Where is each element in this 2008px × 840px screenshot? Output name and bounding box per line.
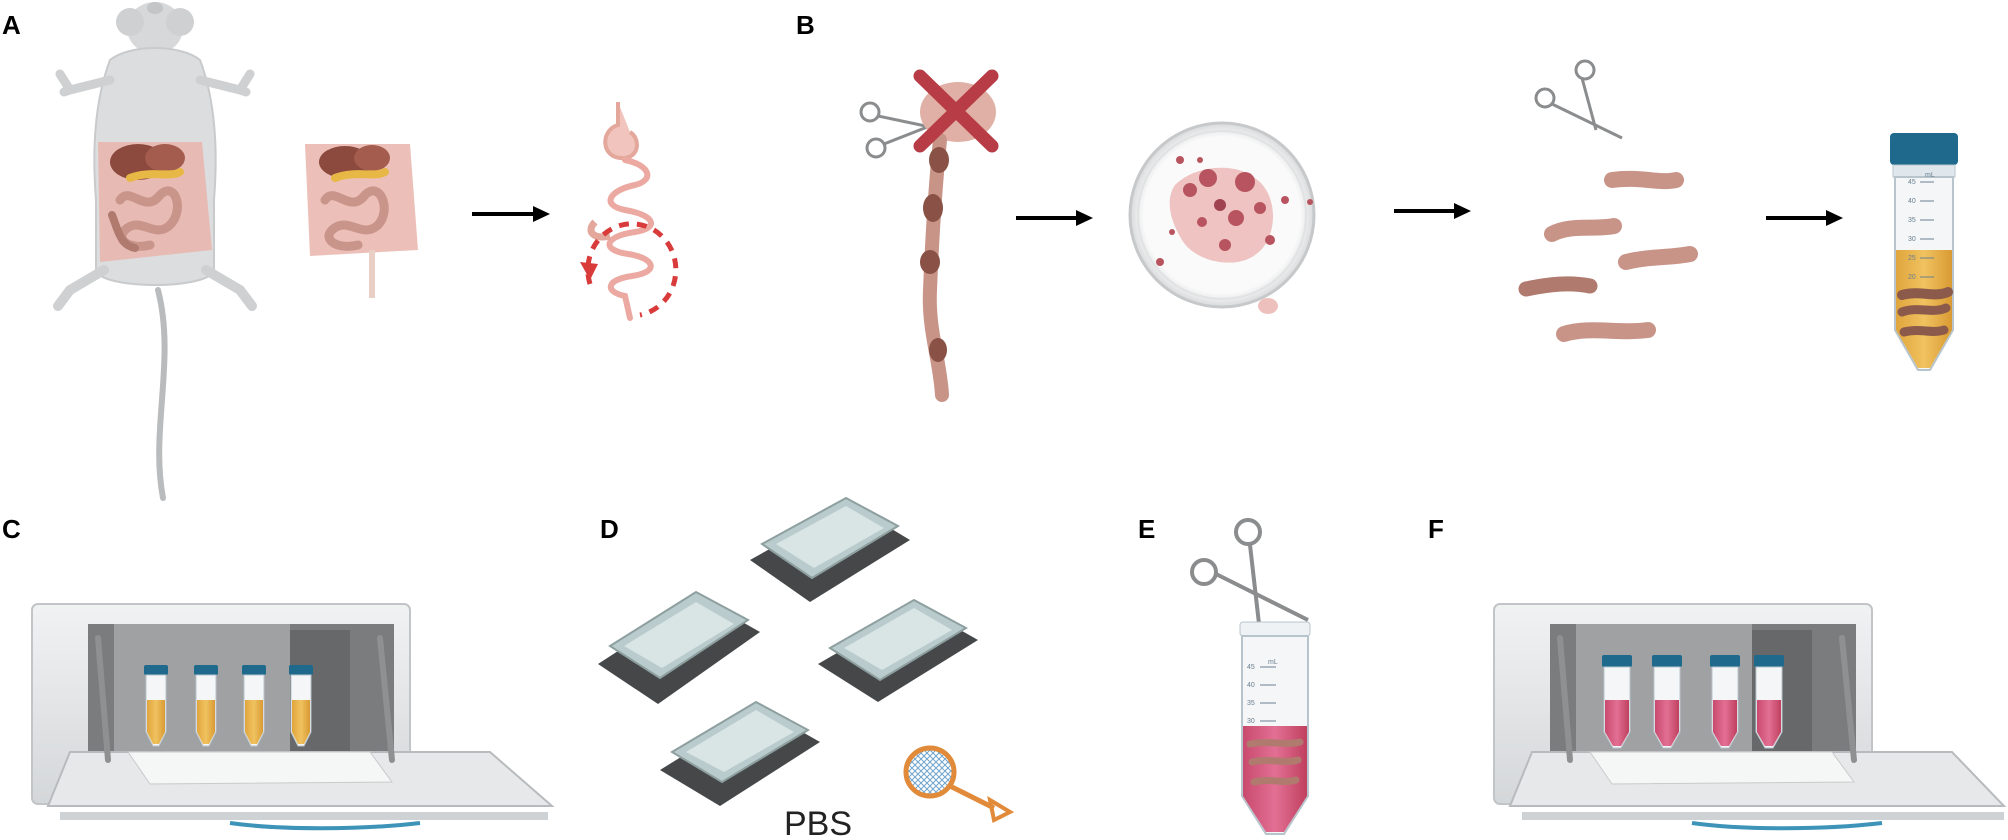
tube-e-tick-35: 35 <box>1247 700 1255 707</box>
tube-tick-30: 30 <box>1908 236 1916 243</box>
tube-e-tick-30: 30 <box>1247 718 1255 725</box>
pbs-label: PBS <box>784 805 852 840</box>
arrow-b3 <box>1766 210 1843 226</box>
panel-c: C <box>2 514 555 831</box>
panel-f: F <box>1428 514 2007 831</box>
tube-tick-20: 20 <box>1908 274 1916 281</box>
panel-d: D <box>598 496 1015 840</box>
tube-tick-45: 45 <box>1908 179 1916 186</box>
tube-e-tick-45: 45 <box>1247 664 1255 671</box>
strainer-icon <box>903 745 1015 823</box>
incubator-f <box>1493 603 2007 831</box>
wash-tray-3 <box>818 598 978 702</box>
wash-trays <box>598 496 978 806</box>
tube-e-tick-40: 40 <box>1247 682 1255 689</box>
arrow-a <box>472 206 550 222</box>
conical-tube-yellow: mL 45 40 35 30 25 20 <box>1890 133 1958 371</box>
isolated-intestine <box>580 102 679 321</box>
arrow-b2 <box>1394 203 1471 219</box>
panel-label-d: D <box>600 514 619 544</box>
wash-tray-2 <box>750 496 910 602</box>
tube-unit-label-e: mL <box>1268 659 1278 666</box>
panel-label-b: B <box>796 10 815 40</box>
panel-label-e: E <box>1138 514 1155 544</box>
panel-a: A <box>2 2 679 501</box>
tissue-fragments <box>1518 170 1698 342</box>
tube-tick-35: 35 <box>1908 217 1916 224</box>
panel-b: B <box>796 10 1958 402</box>
dissected-gut-block <box>305 144 418 298</box>
scissors-icon-2 <box>1534 59 1623 140</box>
arrow-b1 <box>1016 210 1093 226</box>
excluded-cross-icon <box>913 69 999 153</box>
conical-tube-pink: mL 45 40 35 30 <box>1239 621 1311 835</box>
wash-tray-4 <box>660 700 820 806</box>
tube-scale-e: 45 40 35 30 <box>1247 664 1276 725</box>
panel-label-c: C <box>2 514 21 544</box>
panel-label-f: F <box>1428 514 1444 544</box>
wash-tray-1 <box>598 590 760 704</box>
mouse-illustration <box>53 2 257 501</box>
tube-tick-25: 25 <box>1908 255 1916 262</box>
panel-e: E mL 45 40 35 30 <box>1138 514 1311 835</box>
panel-label-a: A <box>2 10 21 40</box>
incubator-c <box>31 603 555 831</box>
tube-tick-40: 40 <box>1908 198 1916 205</box>
tube-unit-label: mL <box>1925 172 1935 179</box>
tube-row-yellow <box>144 665 313 747</box>
tube-scale-b: 45 40 35 30 25 20 <box>1908 179 1934 281</box>
tube-row-pink <box>1602 655 1784 749</box>
petri-dish <box>1128 121 1316 314</box>
